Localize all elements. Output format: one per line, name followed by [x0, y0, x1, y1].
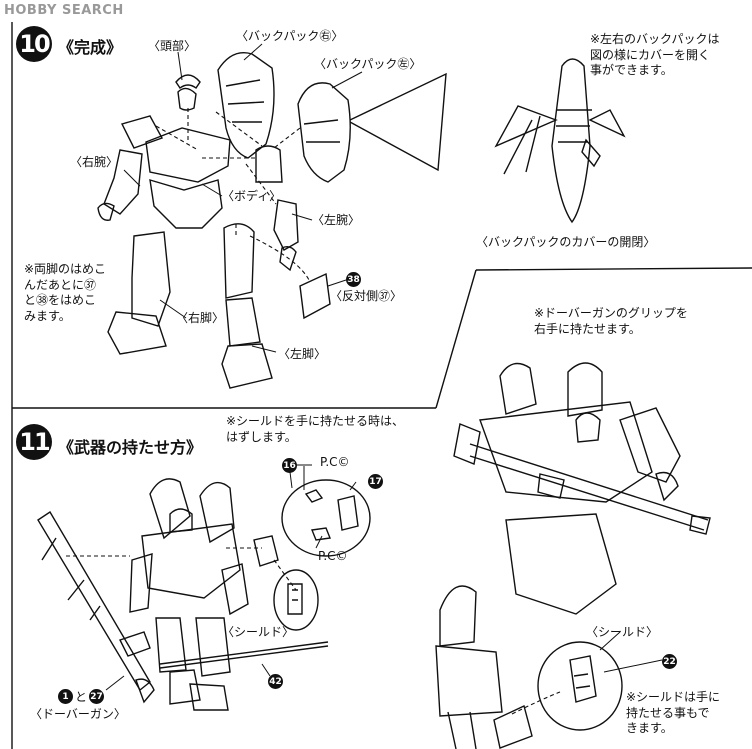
label-opposite-side: 〈反対側㊲〉 [330, 289, 403, 303]
backpack-cover-detail-drawing [494, 58, 626, 224]
part-1-callout: 1 [58, 689, 73, 704]
label-backpack-left: 〈バックパック㊧〉 [314, 57, 422, 71]
robot-with-gun-drawing [37, 478, 329, 711]
gun-parts-callouts: 1 と 27 [58, 688, 105, 705]
label-left-arm: 〈左腕〉 [312, 213, 361, 227]
label-body: 〈ボディ〉 [222, 189, 282, 203]
robot-assembly-drawing [97, 52, 351, 389]
parts-join-text: と [75, 690, 88, 704]
step-11-number-badge: 11 [16, 424, 52, 460]
robot-holding-shield-drawing [435, 585, 623, 749]
step-10-title: 《完成》 [58, 38, 123, 57]
note-legs-install: ※両脚のはめこ んだあとに㊲ と㊳をはめこ みます。 [24, 262, 107, 323]
label-right-arm: 〈右腕〉 [70, 155, 119, 169]
pc-label-top: P.C© [320, 455, 350, 469]
watermark-text: HOBBY SEARCH [4, 3, 124, 18]
frame-right-divider [475, 267, 752, 271]
label-left-leg: 〈左脚〉 [278, 347, 327, 361]
frame-diagonal-divider [435, 269, 477, 409]
label-head: 〈頭部〉 [148, 39, 197, 53]
robot-holding-gun-drawing [453, 362, 711, 615]
step-11-title: 《武器の持たせ方》 [58, 438, 203, 457]
note-backpack-cover: ※左右のバックパックは 図の様にカバーを開く 事ができます。 [590, 32, 720, 78]
part-16-callout: 16 [282, 458, 297, 473]
part-17-callout: 17 [368, 474, 383, 489]
step-10-number-badge: 10 [16, 26, 52, 62]
note-remove-shield: ※シールドを手に持たせる時は、 はずします。 [226, 414, 405, 444]
hand-parts-detail-drawing [253, 479, 371, 631]
detail-pointer [349, 72, 447, 172]
label-dover-gun: 〈ドーバーガン〉 [30, 707, 126, 721]
label-shield-right: 〈シールド〉 [586, 625, 659, 639]
part-22-callout: 22 [662, 654, 677, 669]
label-right-leg: 〈右脚〉 [176, 311, 225, 325]
label-backpack-right: 〈バックパック㊨〉 [236, 29, 344, 43]
part-42-callout: 42 [268, 674, 283, 689]
label-shield-left: 〈シールド〉 [222, 625, 295, 639]
part-38-callout: 38 [346, 272, 361, 287]
pc-label-bottom: P.C© [318, 549, 348, 563]
label-backpack-cover-open-close: 〈バックパックのカバーの開閉〉 [476, 235, 656, 249]
part-27-callout: 27 [89, 689, 105, 704]
note-gun-grip: ※ドーバーガンのグリップを 右手に持たせます。 [534, 306, 688, 336]
note-shield-hold: ※シールドは手に 持たせる事もで きます。 [626, 690, 721, 736]
